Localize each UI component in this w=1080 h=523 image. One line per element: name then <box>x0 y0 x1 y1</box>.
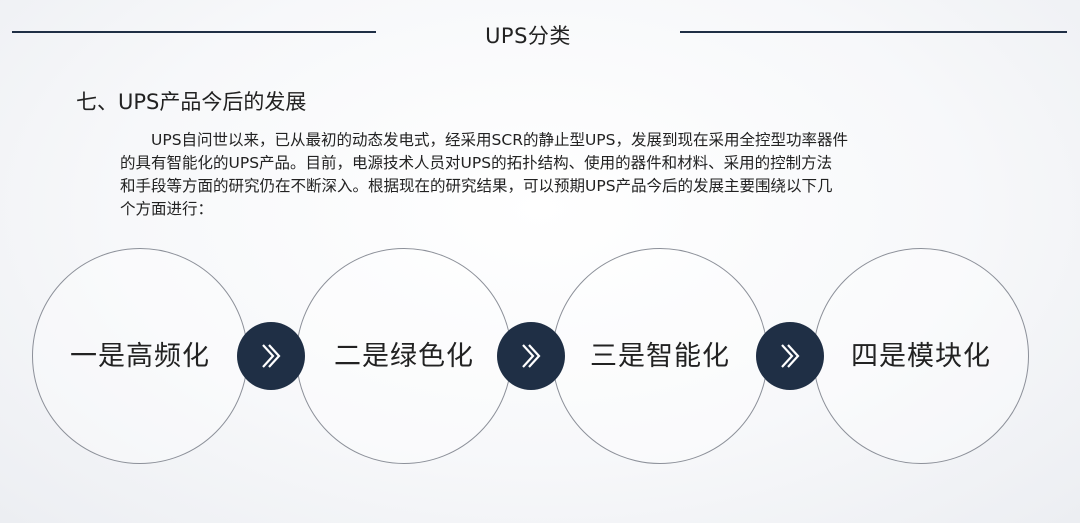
paragraph-line: UPS自问世以来，已从最初的动态发电式，经采用SCR的静止型UPS，发展到现在采… <box>151 131 848 149</box>
double-chevron-right-icon <box>237 322 305 390</box>
trend-label: 二是绿色化 <box>334 340 474 372</box>
trend-label: 四是模块化 <box>851 340 991 372</box>
paragraph-line: 和手段等方面的研究仍在不断深入。根据现在的研究结果，可以预期UPS产品今后的发展… <box>120 177 833 195</box>
slide-title: UPS分类 <box>485 24 571 48</box>
double-chevron-right-icon <box>756 322 824 390</box>
double-chevron-right-icon <box>497 322 565 390</box>
intro-paragraph: UPS自问世以来，已从最初的动态发电式，经采用SCR的静止型UPS，发展到现在采… <box>120 129 960 221</box>
trend-label: 三是智能化 <box>590 340 730 372</box>
trend-circle-green: 二是绿色化 <box>296 248 512 464</box>
paragraph-line: 个方面进行： <box>120 200 214 218</box>
header-rule-left <box>12 31 376 33</box>
header-rule-right <box>680 31 1067 33</box>
trend-circle-intelligent: 三是智能化 <box>552 248 768 464</box>
section-heading: 七、UPS产品今后的发展 <box>76 90 307 114</box>
trend-label: 一是高频化 <box>70 340 210 372</box>
trend-circle-modular: 四是模块化 <box>813 248 1029 464</box>
trend-circle-high-frequency: 一是高频化 <box>32 248 248 464</box>
paragraph-line: 的具有智能化的UPS产品。目前，电源技术人员对UPS的拓扑结构、使用的器件和材料… <box>120 154 833 172</box>
